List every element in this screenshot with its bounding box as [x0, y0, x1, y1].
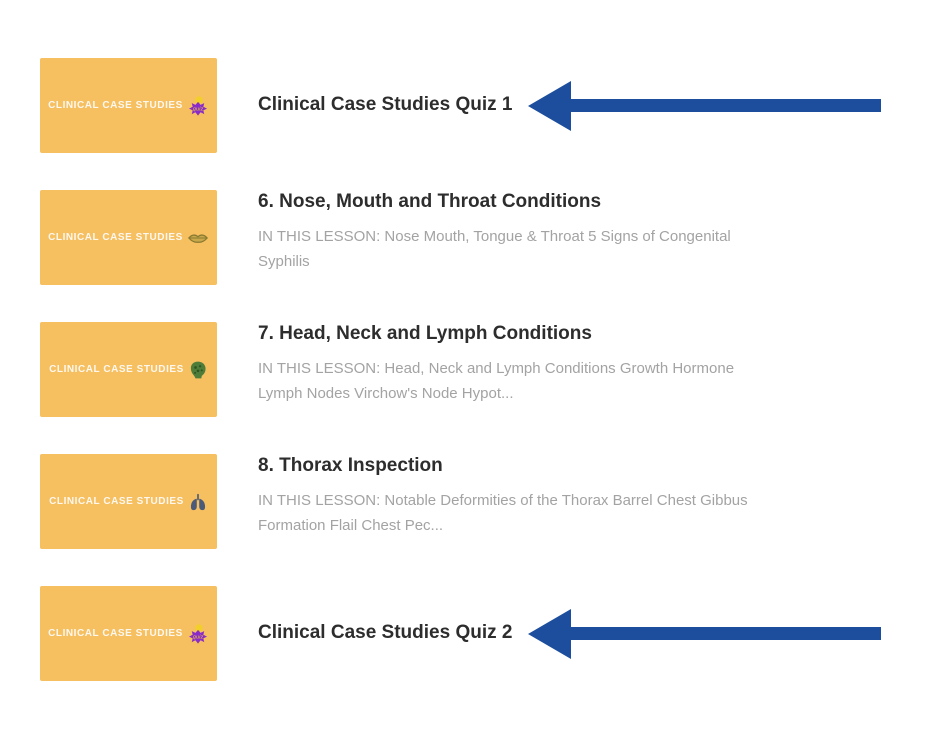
lesson-thumbnail[interactable]: CLINICAL CASE STUDIES quiz — [40, 586, 217, 681]
head-lymph-icon — [188, 360, 208, 380]
thumbnail-label: CLINICAL CASE STUDIES — [48, 100, 183, 111]
thumbnail-label: CLINICAL CASE STUDIES — [48, 232, 183, 243]
lesson-thumbnail[interactable]: CLINICAL CASE STUDIES — [40, 190, 217, 285]
thumbnail-label: CLINICAL CASE STUDIES — [48, 628, 183, 639]
list-item: CLINICAL CASE STUDIES quiz Clinical Case… — [40, 58, 881, 153]
pointer-arrow — [528, 608, 881, 659]
thumbnail-label: CLINICAL CASE STUDIES — [49, 496, 184, 507]
quiz-burst-icon: quiz — [187, 623, 209, 645]
lips-icon — [187, 231, 209, 245]
lungs-icon — [188, 493, 208, 511]
svg-text:quiz: quiz — [193, 634, 204, 640]
list-item: CLINICAL CASE STUDIES 7. Head, Neck and … — [40, 322, 881, 417]
lesson-thumbnail[interactable]: CLINICAL CASE STUDIES quiz — [40, 58, 217, 153]
lesson-title[interactable]: 8. Thorax Inspection — [258, 455, 443, 476]
list-item: CLINICAL CASE STUDIES quiz Clinical Case… — [40, 586, 881, 681]
pointer-arrow — [528, 80, 881, 131]
lesson-title[interactable]: 6. Nose, Mouth and Throat Conditions — [258, 191, 602, 212]
arrow-head-icon — [528, 608, 572, 659]
arrow-shaft — [571, 99, 881, 112]
list-item: CLINICAL CASE STUDIES 6. Nose, Mouth and… — [40, 190, 881, 285]
lesson-title[interactable]: 7. Head, Neck and Lymph Conditions — [258, 323, 592, 344]
lesson-thumbnail[interactable]: CLINICAL CASE STUDIES — [40, 454, 217, 549]
lesson-description: IN THIS LESSON: Head, Neck and Lymph Con… — [258, 359, 735, 403]
thumbnail-label: CLINICAL CASE STUDIES — [49, 364, 184, 375]
lesson-description: IN THIS LESSON: Nose Mouth, Tongue & Thr… — [258, 227, 731, 271]
arrow-shaft — [571, 627, 881, 640]
lesson-description: IN THIS LESSON: Notable Deformities of t… — [258, 491, 748, 535]
svg-text:quiz: quiz — [193, 106, 204, 112]
list-item: CLINICAL CASE STUDIES 8. Thorax Inspecti… — [40, 454, 881, 549]
quiz-burst-icon: quiz — [187, 95, 209, 117]
lesson-title[interactable]: Clinical Case Studies Quiz 1 — [258, 94, 513, 116]
arrow-head-icon — [528, 80, 572, 131]
lesson-title[interactable]: Clinical Case Studies Quiz 2 — [258, 622, 513, 644]
lesson-thumbnail[interactable]: CLINICAL CASE STUDIES — [40, 322, 217, 417]
